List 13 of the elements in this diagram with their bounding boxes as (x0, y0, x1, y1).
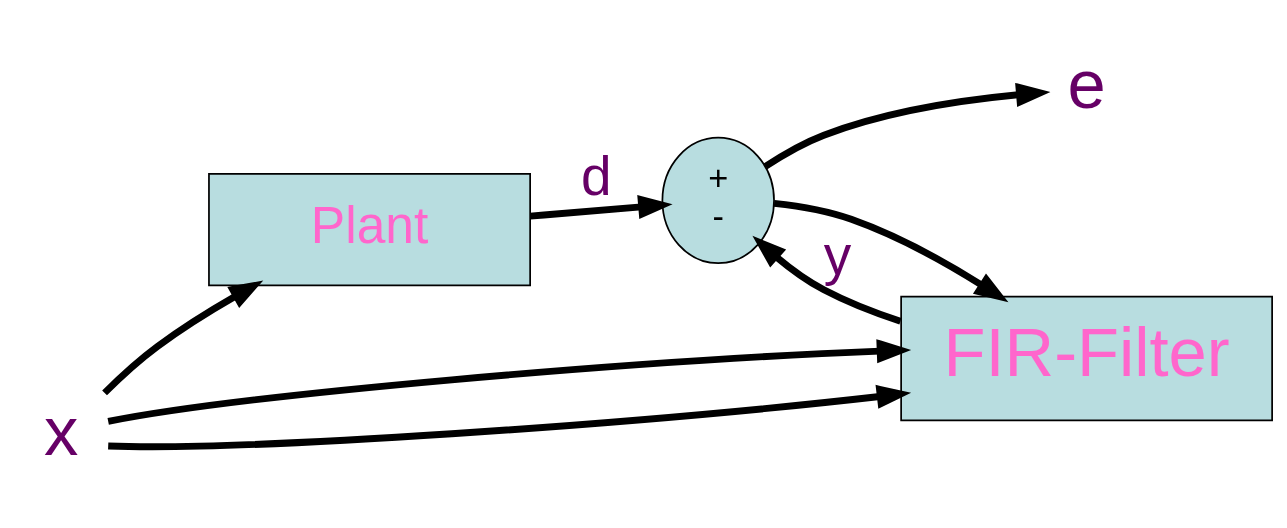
node-box: FIR-Filter (900, 295, 1273, 422)
node-text: x (44, 392, 79, 470)
node-text: e (1067, 45, 1106, 123)
arrow (107, 339, 912, 425)
arrow (763, 82, 1051, 170)
node-box: Plant (208, 172, 531, 287)
arrow (529, 195, 673, 220)
edge-label: d (580, 144, 612, 207)
edge-label: y (823, 223, 852, 286)
arrow (102, 280, 264, 396)
arrow (773, 200, 1009, 303)
arrow (752, 235, 902, 325)
node-ellipse: + - (661, 136, 775, 265)
